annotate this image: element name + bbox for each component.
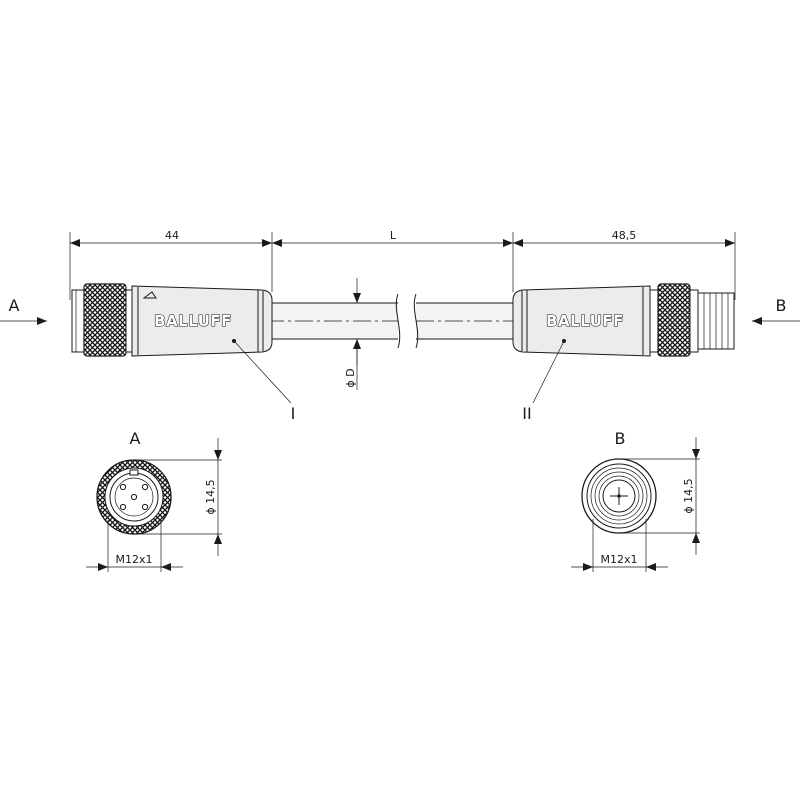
cable-diameter-label: ϕ D (344, 368, 357, 387)
dimension-cable-length: L (390, 229, 397, 242)
callout-left: I (232, 339, 295, 423)
view-arrow-b-label: B (776, 296, 787, 315)
end-view-b-title: B (615, 429, 626, 448)
dimension-left-length: 44 (165, 229, 179, 242)
cable: ϕ D (150, 278, 680, 390)
left-connector: BALLUFF (71, 283, 273, 357)
callout-left-label: I (291, 404, 296, 423)
end-view-a: A ϕ 14,5 M12x1 (86, 429, 222, 572)
right-connector: BALLUFF (512, 283, 735, 357)
view-arrow-a-label: A (9, 296, 20, 315)
thread-b-label: M12x1 (601, 553, 638, 566)
end-view-a-title: A (130, 429, 141, 448)
diameter-b-label: ϕ 14,5 (682, 478, 695, 513)
view-arrow-a: A (0, 296, 47, 325)
dimension-right-length: 48,5 (612, 229, 637, 242)
thread-a-label: M12x1 (116, 553, 153, 566)
end-view-b: B ϕ 14,5 M12x1 (571, 429, 700, 572)
top-dimensions: 44 L 48,5 (69, 229, 736, 300)
view-arrow-b: B (752, 296, 800, 325)
diameter-a-label: ϕ 14,5 (204, 479, 217, 514)
left-logo: BALLUFF (154, 312, 232, 330)
callout-right-label: II (522, 404, 531, 423)
callout-right: II (522, 339, 566, 423)
right-logo: BALLUFF (546, 312, 624, 330)
